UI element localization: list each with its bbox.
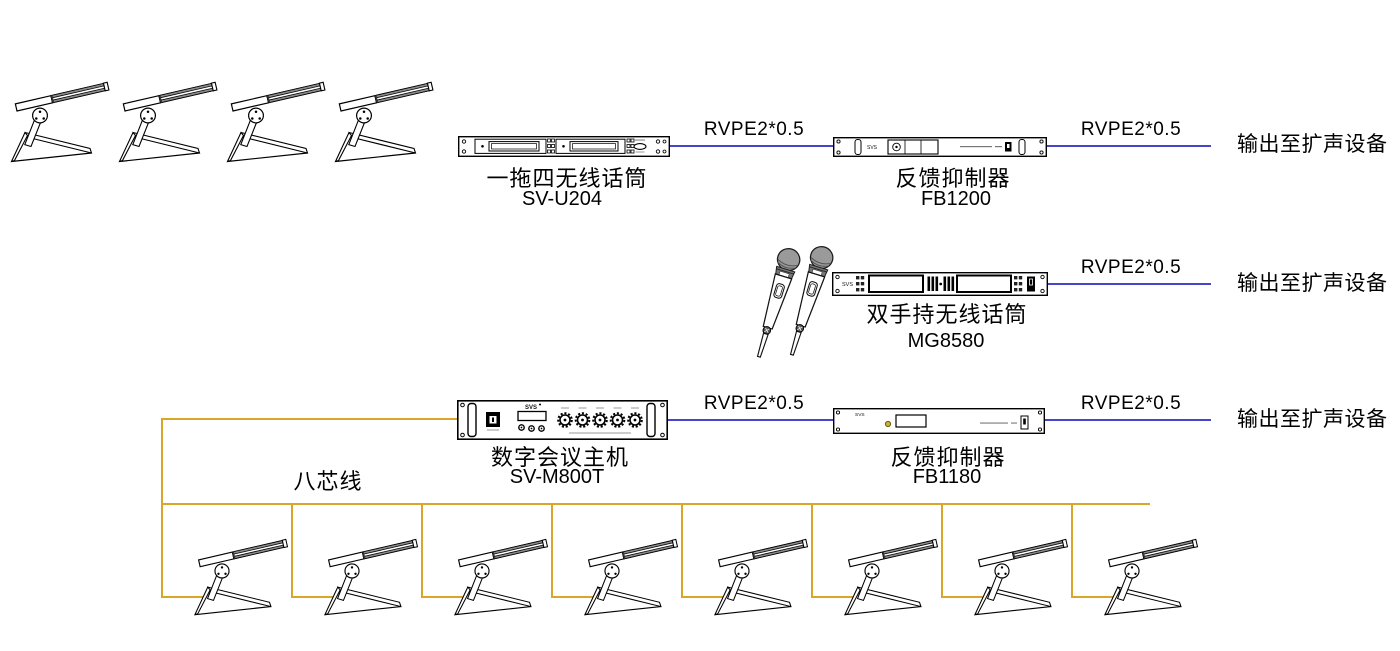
fb1200-name: 反馈抑制器 <box>895 166 1011 191</box>
conference-mic-icon <box>314 520 428 620</box>
cable-label: RVPE2*0.5 <box>1080 393 1182 414</box>
handheld-mic-pair <box>726 234 841 359</box>
mg8580-name: 双手持无线话筒 <box>866 302 1028 327</box>
conference-mic-icon <box>444 520 558 620</box>
brand-label: SVS <box>855 412 865 418</box>
level-bars <box>927 276 955 291</box>
conference-mic-icon <box>704 520 818 620</box>
led-indicator <box>884 420 892 428</box>
button-grid <box>1014 276 1023 292</box>
fb1180-device: SVS <box>833 408 1045 434</box>
bottom-mic-row <box>0 520 1400 620</box>
conference-mic-icon <box>1094 520 1208 620</box>
button-stack <box>626 138 635 154</box>
vent-slot <box>1018 139 1026 155</box>
cable-label: RVPE2*0.5 <box>703 393 805 414</box>
brand-label: SVS <box>525 405 537 411</box>
display-panel <box>868 274 924 293</box>
conference-mic-icon <box>964 520 1078 620</box>
brand-label: SVS <box>867 145 878 151</box>
output-label: 输出至扩声设备 <box>1237 133 1388 156</box>
sv-u204-device <box>458 136 670 157</box>
top-mic-row <box>0 62 1400 167</box>
output-label: 输出至扩声设备 <box>1237 272 1388 295</box>
conference-mic-icon <box>0 62 120 167</box>
display-panel <box>887 139 939 155</box>
conference-mic-icon <box>216 62 336 167</box>
power-button <box>633 143 647 150</box>
sv-m800t-name: 数字会议主机 <box>490 445 630 470</box>
conference-mic-icon <box>834 520 948 620</box>
conference-mic-icon <box>108 62 228 167</box>
display-panel <box>895 414 927 428</box>
sv-u204-model: SV-U204 <box>521 188 603 210</box>
display-panel <box>474 138 547 154</box>
fb1200-model: FB1200 <box>920 188 992 210</box>
button-grid <box>856 276 865 292</box>
mg8580-device: SVS <box>832 272 1048 296</box>
power-switch <box>1020 415 1029 430</box>
vent-slot <box>854 139 862 155</box>
output-label: 输出至扩声设备 <box>1237 408 1388 431</box>
rotary-knobs <box>557 407 643 428</box>
rack-slot <box>646 402 656 438</box>
conference-mic-icon <box>184 520 298 620</box>
conference-mic-icon <box>574 520 688 620</box>
display-panel <box>555 138 626 154</box>
sv-u204-name: 一拖四无线话筒 <box>486 166 648 191</box>
power-switch <box>1027 276 1035 292</box>
fb1180-name: 反馈抑制器 <box>890 445 1006 470</box>
fb1180-model: FB1180 <box>912 466 982 488</box>
cable-label: RVPE2*0.5 <box>1080 257 1182 278</box>
cable-label: RVPE2*0.5 <box>1080 119 1182 140</box>
small-knobs <box>518 424 545 432</box>
sv-m800t-device: SVS <box>457 400 668 440</box>
sv-m800t-model: SV-M800T <box>509 466 605 488</box>
rack-slot <box>467 402 477 438</box>
fb1200-device: SVS <box>833 137 1047 157</box>
button-stack <box>547 138 555 154</box>
conference-mic-icon <box>324 62 444 167</box>
display-panel <box>517 410 547 422</box>
brand-label: SVS <box>842 282 853 288</box>
mg8580-model: MG8580 <box>907 330 985 352</box>
bus-label: 八芯线 <box>293 469 363 494</box>
cable-label: RVPE2*0.5 <box>703 119 805 140</box>
display-panel <box>956 274 1012 293</box>
